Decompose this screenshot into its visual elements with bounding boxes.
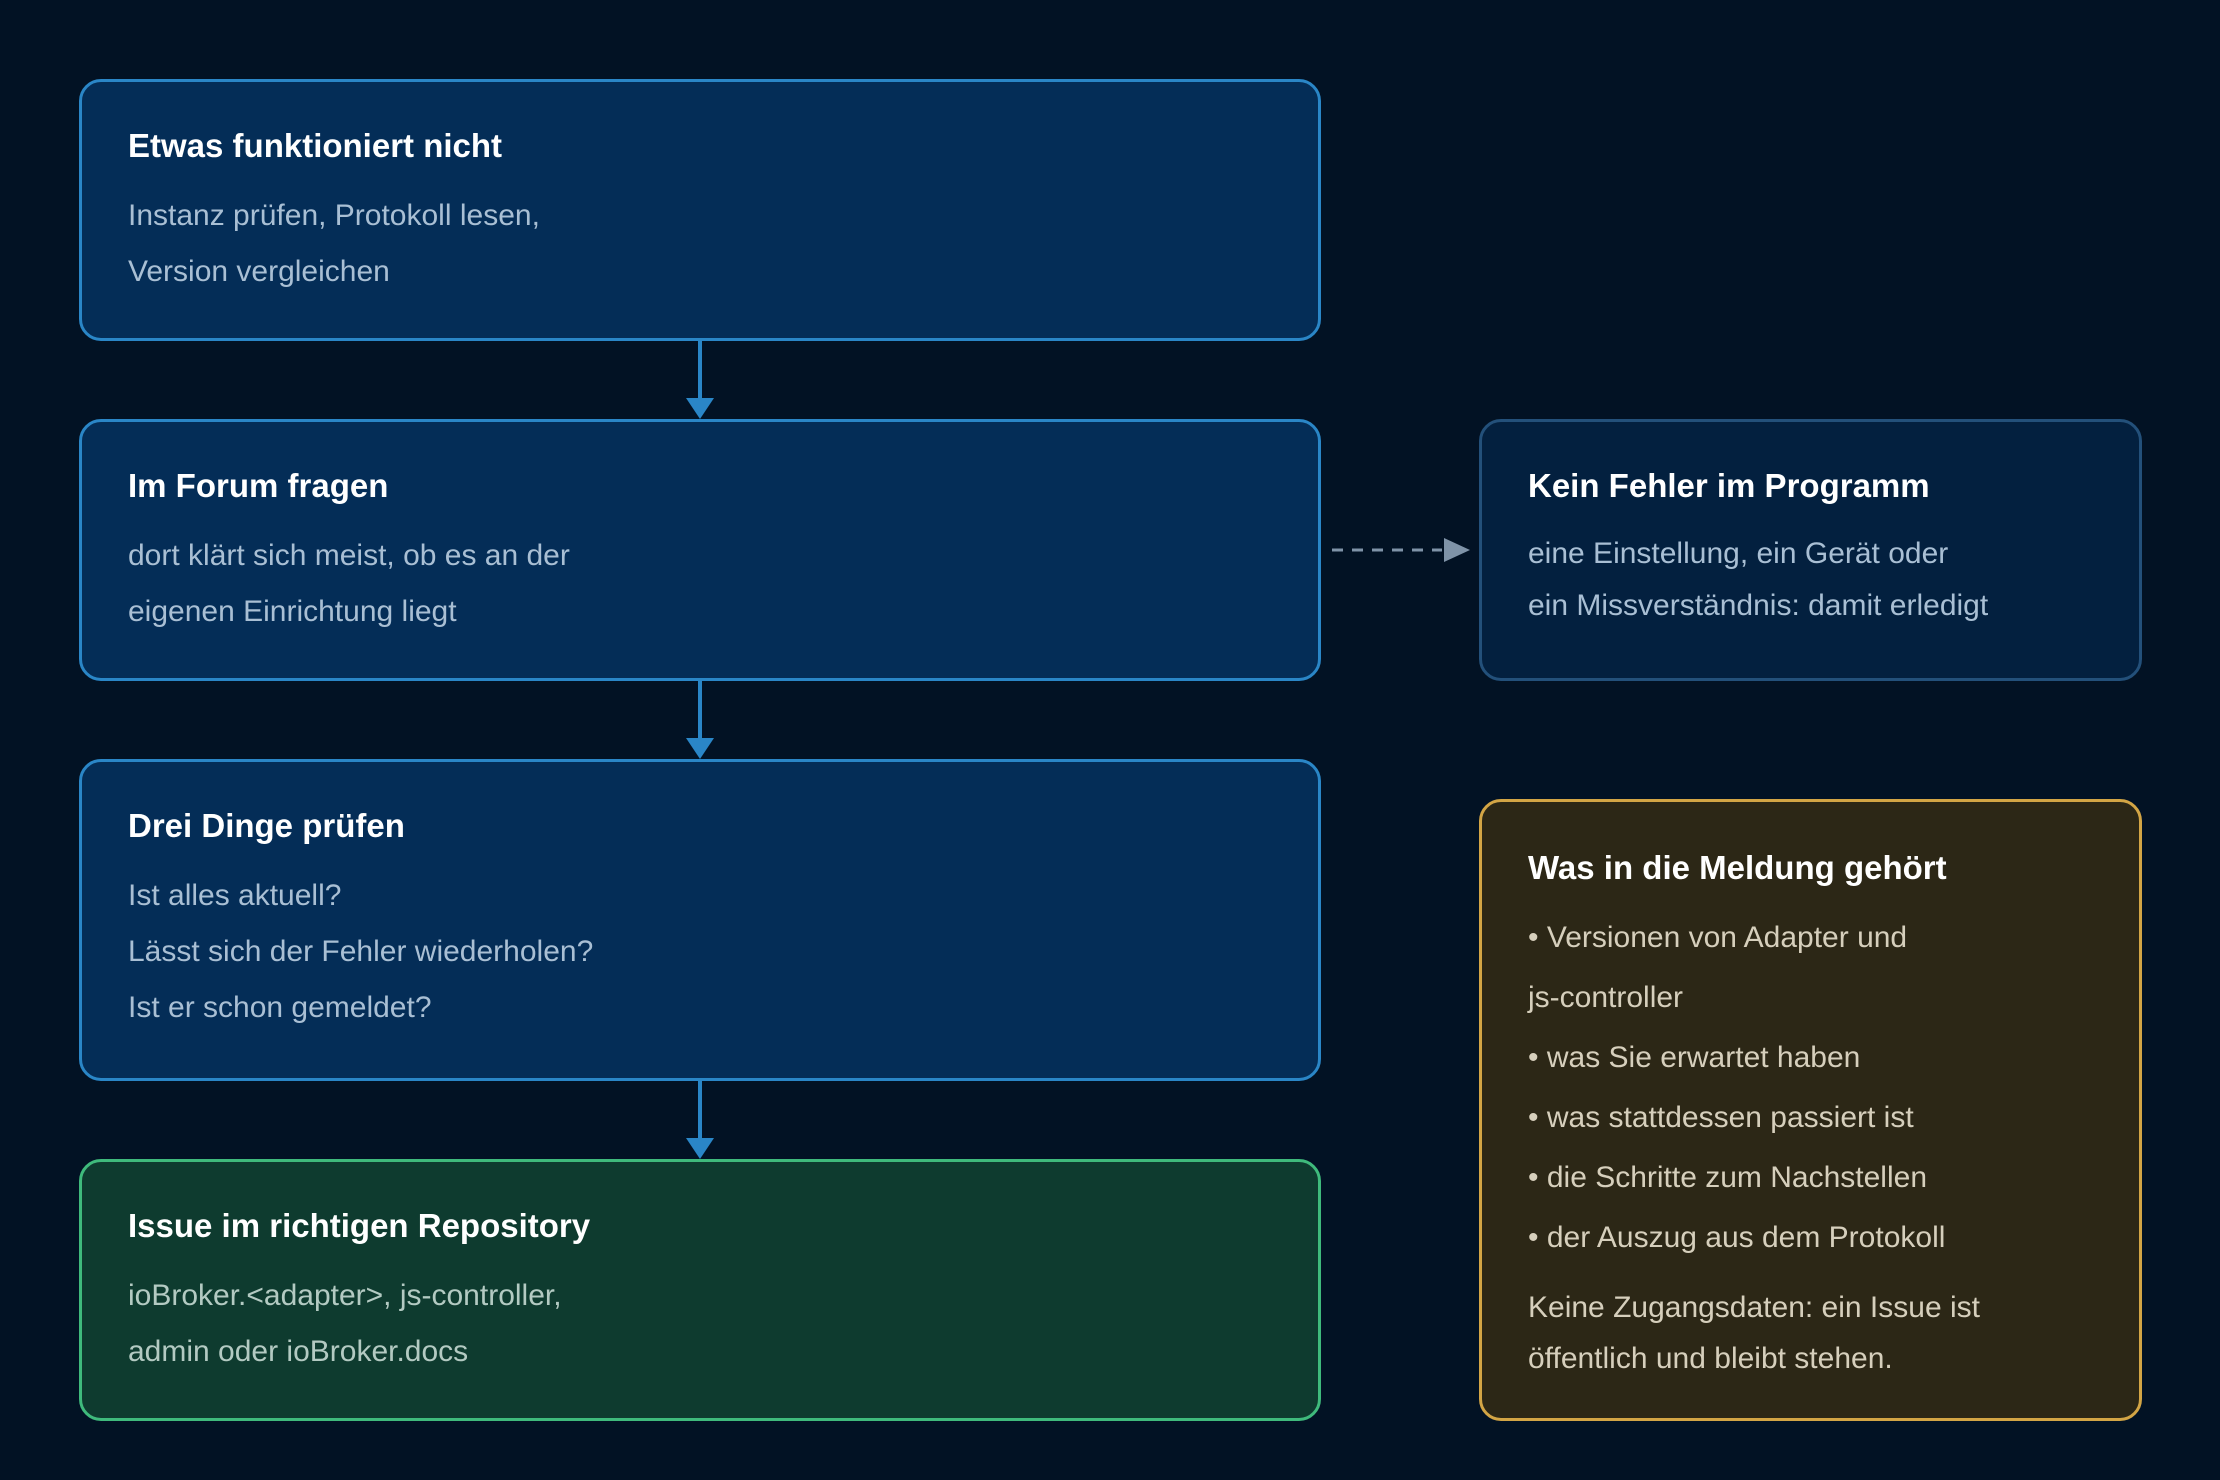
side-title: Kein Fehler im Programm bbox=[1528, 467, 1930, 504]
step-text-line: eigenen Einrichtung liegt bbox=[128, 595, 457, 628]
note-report-contents: Was in die Meldung gehört • Versionen vo… bbox=[1479, 799, 2142, 1421]
step-text-line: ioBroker.<adapter>, js-controller, bbox=[128, 1279, 562, 1312]
step-text-line: admin oder ioBroker.docs bbox=[128, 1335, 469, 1368]
note-footer-line: öffentlich und bleibt stehen. bbox=[1528, 1342, 1893, 1375]
step-text-line: Instanz prüfen, Protokoll lesen, bbox=[128, 199, 540, 232]
note-footer: Keine Zugangsdaten: ein Issue ist öffent… bbox=[1528, 1282, 2093, 1384]
note-footer-line: Keine Zugangsdaten: ein Issue ist bbox=[1528, 1291, 1980, 1324]
note-title: Was in die Meldung gehört bbox=[1528, 849, 1947, 886]
arrow-step2-to-step3 bbox=[686, 681, 714, 759]
side-no-program-error: Kein Fehler im Programm eine Einstellung… bbox=[1479, 419, 2142, 681]
note-list-item: • die Schritte zum Nachstellen bbox=[1528, 1161, 1928, 1194]
step-text-line: Ist er schon gemeldet? bbox=[128, 991, 432, 1024]
step-ask-forum: Im Forum fragen dort klärt sich meist, o… bbox=[79, 419, 1321, 681]
side-text-line: eine Einstellung, ein Gerät oder bbox=[1528, 537, 1949, 570]
note-list-item: • Versionen von Adapter und bbox=[1528, 921, 1908, 954]
step-title: Im Forum fragen bbox=[128, 467, 389, 504]
arrow-step3-to-step4 bbox=[686, 1081, 714, 1159]
step-text-line: Ist alles aktuell? bbox=[128, 879, 342, 912]
step-title: Drei Dinge prüfen bbox=[128, 807, 405, 844]
step-text-line: Lässt sich der Fehler wiederholen? bbox=[128, 935, 594, 968]
step-issue-repository: Issue im richtigen Repository ioBroker.<… bbox=[79, 1159, 1321, 1421]
step-title: Issue im richtigen Repository bbox=[128, 1207, 591, 1244]
side-text-line: ein Missverständnis: damit erledigt bbox=[1528, 589, 1989, 622]
step-something-broken: Etwas funktioniert nicht Instanz prüfen,… bbox=[79, 79, 1321, 341]
note-list-item: • was Sie erwartet haben bbox=[1528, 1041, 1861, 1074]
note-list-item: js-controller bbox=[1528, 981, 1684, 1014]
arrow-step1-to-step2 bbox=[686, 341, 714, 419]
note-list-item: • was stattdessen passiert ist bbox=[1528, 1101, 1914, 1134]
dashed-arrow-forum-to-no-bug bbox=[1332, 538, 1470, 562]
step-text-line: dort klärt sich meist, ob es an der bbox=[128, 539, 570, 572]
step-check-three-things: Drei Dinge prüfen Ist alles aktuell? Läs… bbox=[79, 759, 1321, 1081]
note-list-item: • der Auszug aus dem Protokoll bbox=[1528, 1221, 1946, 1254]
step-text-line: Version vergleichen bbox=[128, 255, 390, 288]
step-title: Etwas funktioniert nicht bbox=[128, 127, 503, 164]
